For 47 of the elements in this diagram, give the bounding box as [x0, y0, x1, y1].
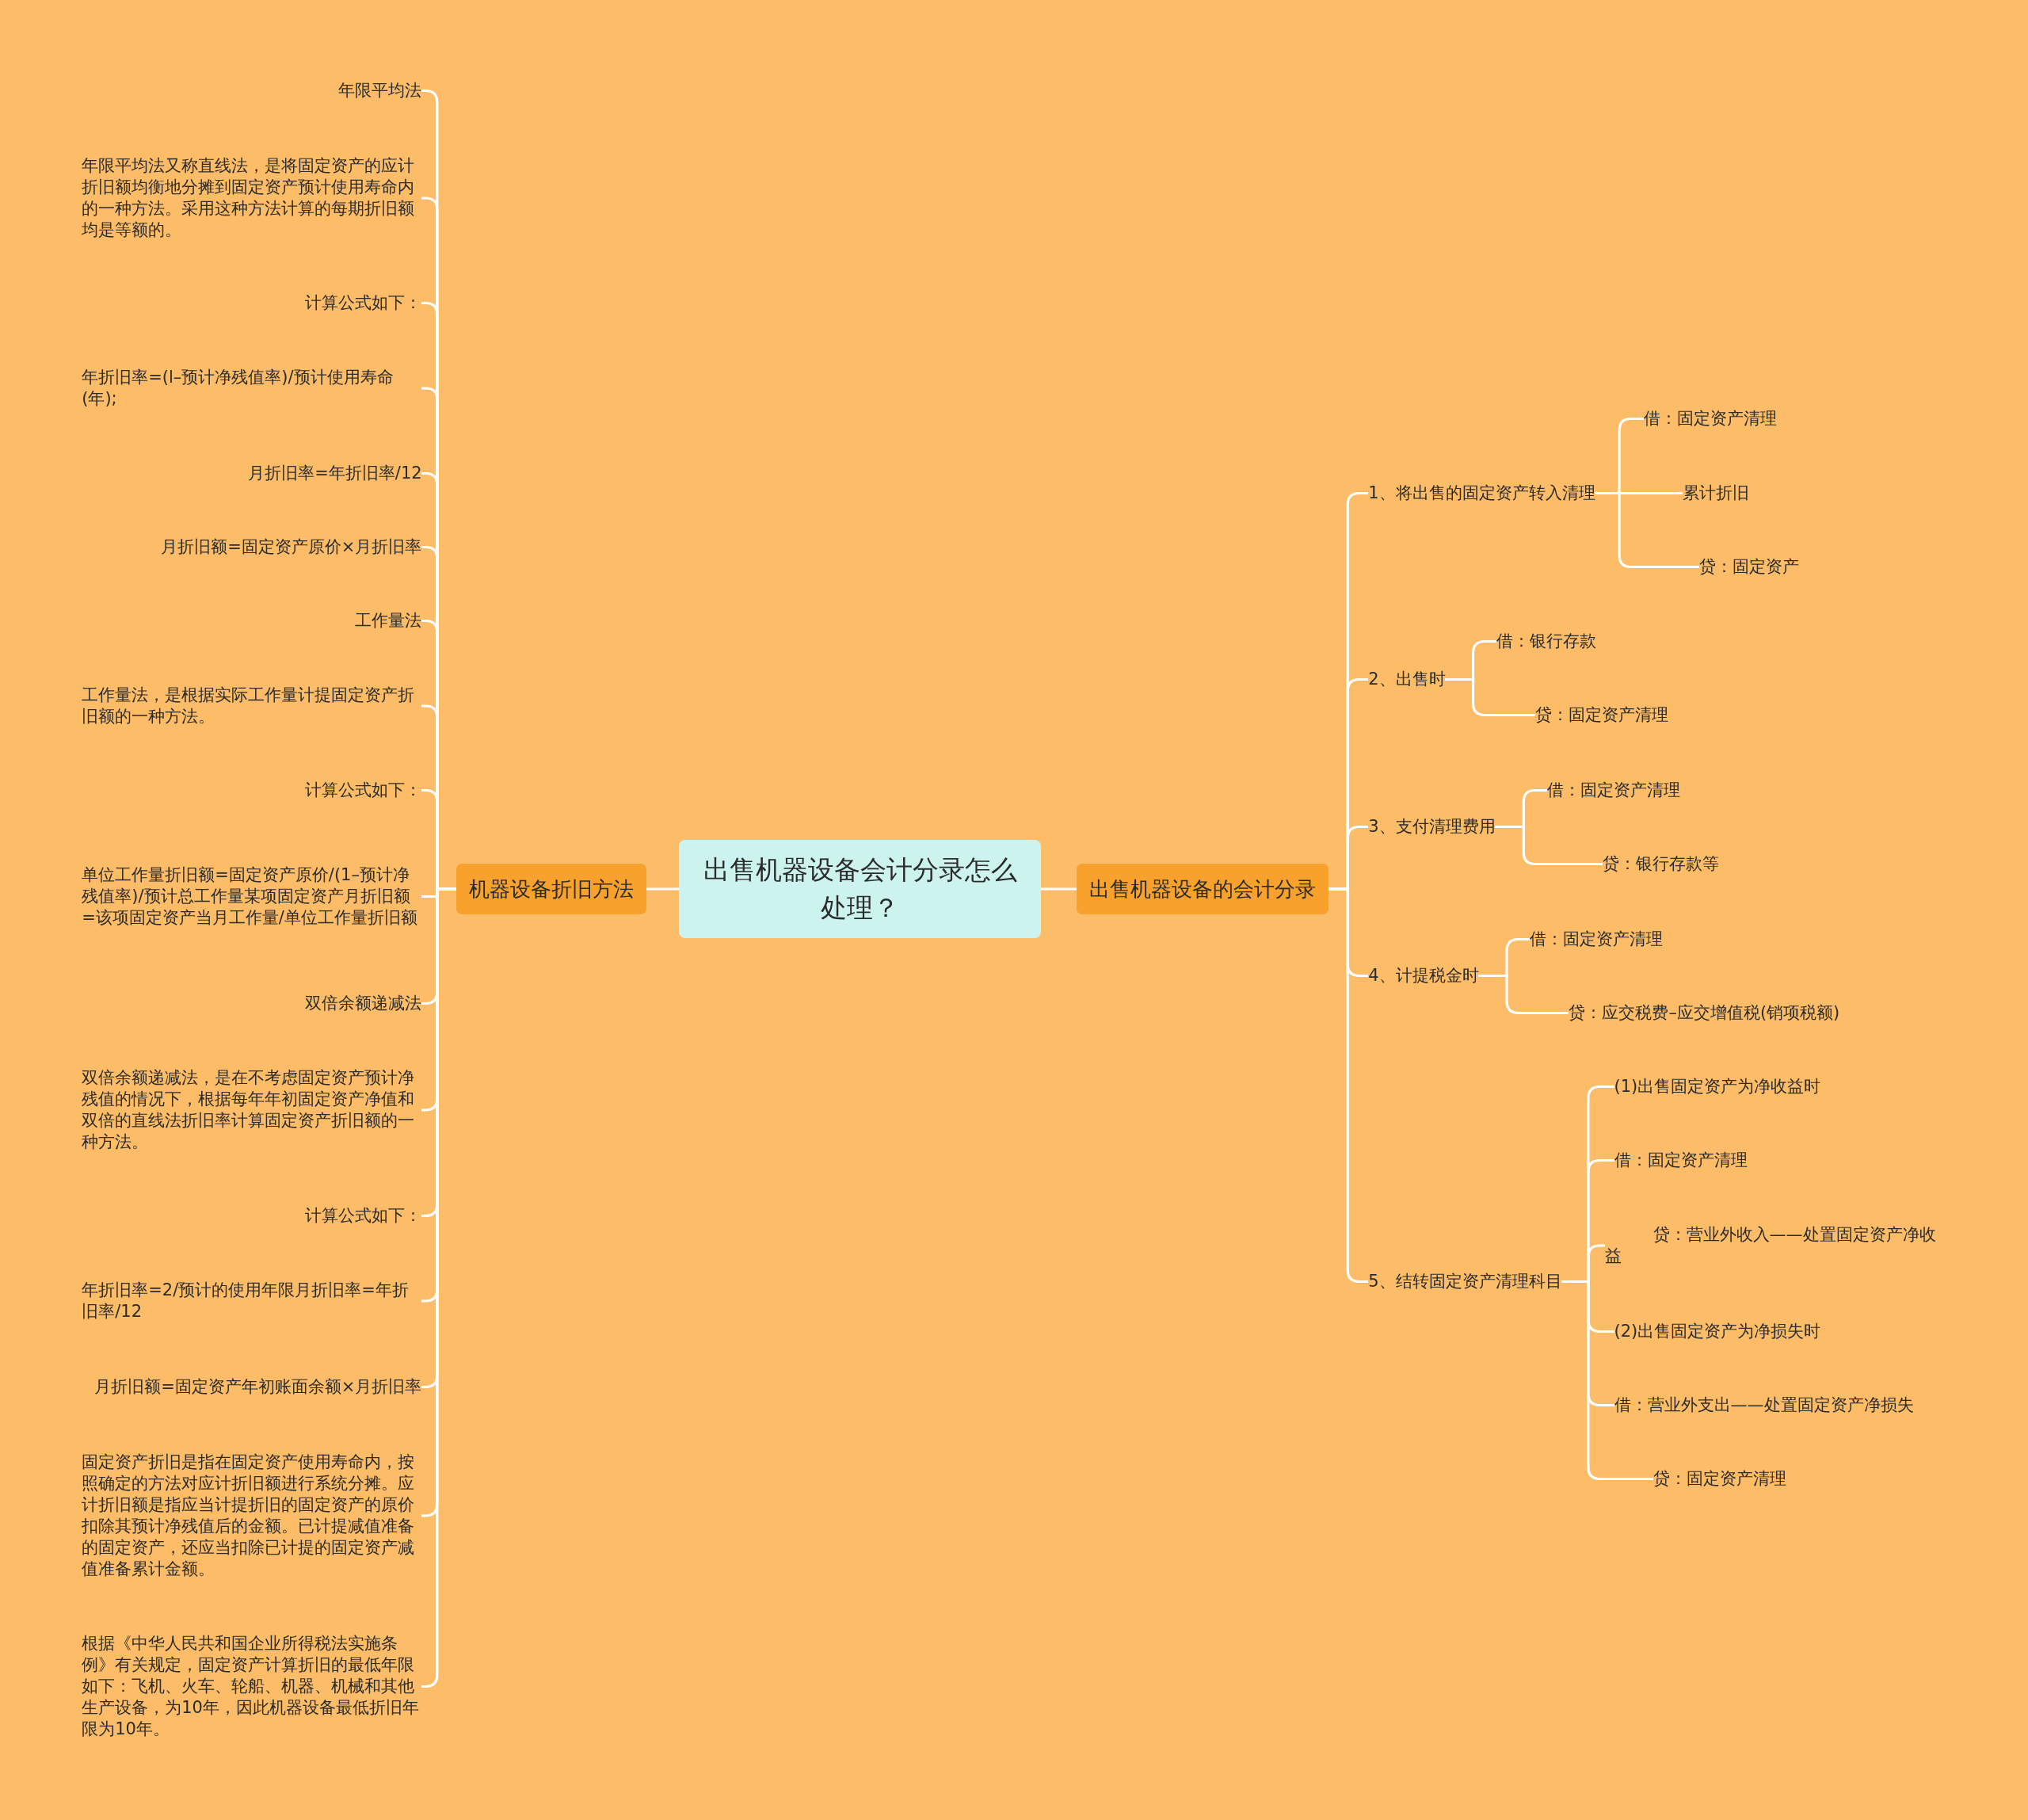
leaf-text: 累计折旧 [1683, 482, 1750, 504]
leaf-text: 年限平均法 [338, 79, 422, 101]
leaf-text: 工作量法 [355, 610, 422, 632]
leaf-text: 4、计提税金时 [1368, 964, 1479, 986]
leaf-text: (2)出售固定资产为净损失时 [1614, 1320, 1821, 1342]
branch-topic-box: 机器设备折旧方法 [456, 863, 646, 914]
leaf-text: 根据《中华人民共和国企业所得税法实施条例》有关规定，固定资产计算折旧的最低年限如下：飞机、火车、轮船、机器、机械和其他生产设备，为10年，因此机器设备最低折旧年限为10年。 [82, 1633, 422, 1741]
leaf-text: (1)出售固定资产为净收益时 [1614, 1075, 1821, 1097]
leaf-text: 单位工作量折旧额=固定资产原价/(1–预计净残值率)/预计总工作量某项固定资产月折旧额=该项固定资产当月工作量/单位工作量折旧额 [82, 864, 422, 929]
leaf-text: 2、出售时 [1368, 668, 1446, 690]
leaf-text: 双倍余额递减法 [305, 993, 422, 1015]
leaf-text: 贷：应交税费–应交增值税(销项税额) [1569, 1002, 1840, 1024]
branch-topic-box: 出售机器设备的会计分录 [1077, 863, 1329, 914]
leaf-text: 年折旧率=(l–预计净残值率)/预计使用寿命(年); [82, 366, 422, 410]
leaf-text: 工作量法，是根据实际工作量计提固定资产折旧额的一种方法。 [82, 685, 422, 728]
leaf-text: 双倍余额递减法，是在不考虑固定资产预计净残值的情况下，根据每年年初固定资产净值和双倍的直线法折旧率计算固定资产折旧额的一种方法。 [82, 1066, 422, 1153]
leaf-text: 固定资产折旧是指在固定资产使用寿命内，按照确定的方法对应计折旧额进行系统分摊。应计折旧额是指应当计提折旧的固定资产的原价扣除其预计净残值后的金额。已计提减值准备的固定资产，还应当扣除已计提的固定资产减值准备累计金额。 [82, 1452, 422, 1581]
leaf-text: 5、结转固定资产清理科目 [1368, 1271, 1562, 1293]
leaf-text: 借：固定资产清理 [1530, 928, 1664, 950]
leaf-text: 月折旧率=年折旧率/12 [248, 463, 422, 485]
leaf-text: 1、将出售的固定资产转入清理 [1368, 482, 1595, 504]
leaf-text: 贷：固定资产清理 [1534, 704, 1668, 727]
connector-line [1041, 887, 1077, 891]
connector-line [1478, 974, 1569, 1015]
leaf-text: 计算公式如下： [305, 1205, 422, 1227]
leaf-text: 借：固定资产清理 [1546, 780, 1680, 802]
leaf-text: 借：固定资产清理 [1614, 1150, 1748, 1171]
connector-line [646, 887, 679, 891]
central-topic-box: 出售机器设备会计分录怎么处理？ [679, 839, 1042, 938]
leaf-text: 贷：固定资产清理 [1653, 1467, 1786, 1490]
leaf-text: 年折旧率=2/预计的使用年限月折旧率=年折旧率/12 [82, 1280, 422, 1323]
leaf-text: 借：固定资产清理 [1644, 408, 1778, 430]
leaf-text: 贷：银行存款等 [1602, 853, 1719, 876]
leaf-text: 3、支付清理费用 [1368, 815, 1496, 838]
leaf-text: 贷：固定资产 [1699, 555, 1800, 578]
leaf-text: 计算公式如下： [305, 780, 422, 802]
leaf-text: 计算公式如下： [305, 292, 422, 314]
leaf-text: 借：银行存款 [1496, 631, 1596, 653]
connector-line [1595, 491, 1699, 569]
connector-line [1561, 1280, 1653, 1481]
leaf-text: 贷：营业外收入——处置固定资产净收益 [1605, 1224, 1944, 1268]
connector-line [1495, 825, 1603, 866]
leaf-text: 年限平均法又称直线法，是将固定资产的应计折旧额均衡地分摊到固定资产预计使用寿命内的一种方法。采用这种方法计算的每期折旧额均是等额的。 [82, 155, 422, 241]
leaf-text: 月折旧额=固定资产原价×月折旧率 [161, 536, 422, 559]
leaf-text: 月折旧额=固定资产年初账面余额×月折旧率 [94, 1375, 422, 1398]
connector-line [1445, 677, 1535, 717]
leaf-text: 借：营业外支出——处置固定资产净损失 [1614, 1394, 1914, 1416]
